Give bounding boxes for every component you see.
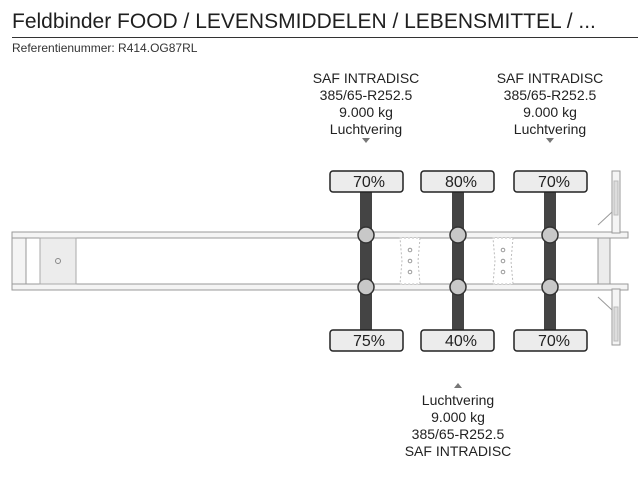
frame-rail-top	[11, 231, 629, 239]
axle-2-load: 9.000 kg	[431, 409, 485, 425]
axle-3-suspension: Luchtvering	[513, 121, 587, 137]
axle-1-hub-bottom	[357, 278, 375, 296]
axle-1-load: 9.000 kg	[339, 104, 393, 120]
rear-light-bottom-lens	[613, 306, 619, 342]
axle-1-tire-bottom	[329, 329, 404, 352]
axle-1-brand: SAF INTRADISC	[312, 70, 420, 86]
axle-2-tire-top	[420, 170, 495, 193]
frame-rail-bottom	[11, 283, 629, 291]
axle-2-shaft	[452, 192, 464, 330]
axle-2-hub-top	[449, 226, 467, 244]
axle-2: 80% 40%	[420, 170, 495, 352]
axle-1-tire-top	[329, 170, 404, 193]
axle-3-pointer-icon	[546, 138, 554, 143]
axle-2-hub-bottom	[449, 278, 467, 296]
axle-3: 70% 70%	[513, 170, 588, 352]
axle-1-suspension: Luchtvering	[329, 121, 403, 137]
axle-1-shaft	[360, 192, 372, 330]
axle-1-hub-top	[357, 226, 375, 244]
axle-2-tire-top-label: 80%	[445, 174, 477, 191]
axle-3-hub-top	[541, 226, 559, 244]
axle-3-tire-top	[513, 170, 588, 193]
kingpin-plate	[39, 237, 77, 285]
axle-2-pointer-icon	[454, 383, 462, 388]
axle-2-spec: Luchtvering 9.000 kg 385/65-R252.5 SAF I…	[383, 392, 533, 460]
axle-3-tire-size: 385/65-R252.5	[503, 87, 597, 103]
front-bumper	[11, 237, 27, 285]
axle-1-tire-bottom-label: 75%	[353, 333, 385, 350]
axle-2-suspension: Luchtvering	[421, 392, 495, 408]
cross-member-1	[399, 237, 421, 285]
axle-1-pointer-icon	[362, 138, 370, 143]
axle-1-tire-size: 385/65-R252.5	[319, 87, 413, 103]
axle-2-tire-size: 385/65-R252.5	[411, 426, 505, 442]
axle-3-tire-top-label: 70%	[538, 174, 570, 191]
axle-3-tire-bottom	[513, 329, 588, 352]
axle-3-hub-bottom	[541, 278, 559, 296]
title-divider	[12, 37, 638, 38]
rear-frame	[597, 237, 611, 285]
axle-3-brand: SAF INTRADISC	[496, 70, 604, 86]
rear-bracket-bottom	[597, 296, 613, 311]
axle-3-shaft	[544, 192, 556, 330]
axle-3-spec: SAF INTRADISC 385/65-R252.5 9.000 kg Luc…	[475, 70, 625, 138]
axle-1-tire-top-label: 70%	[353, 174, 385, 191]
axle-2-tire-bottom-label: 40%	[445, 333, 477, 350]
axle-1-spec: SAF INTRADISC 385/65-R252.5 9.000 kg Luc…	[291, 70, 441, 138]
axle-2-brand: SAF INTRADISC	[404, 443, 512, 459]
page-title: Feldbinder FOOD / LEVENSMIDDELEN / LEBEN…	[12, 10, 596, 33]
cross-member-2	[492, 237, 514, 285]
axle-1: 70% 75%	[329, 170, 404, 352]
axle-3-load: 9.000 kg	[523, 104, 577, 120]
axle-3-tire-bottom-label: 70%	[538, 333, 570, 350]
rear-light-top-lens	[613, 180, 619, 216]
axle-2-tire-bottom	[420, 329, 495, 352]
reference-number: Referentienummer: R414.OG87RL	[12, 41, 198, 55]
rear-bracket-top	[597, 211, 613, 226]
kingpin-icon	[55, 258, 61, 264]
